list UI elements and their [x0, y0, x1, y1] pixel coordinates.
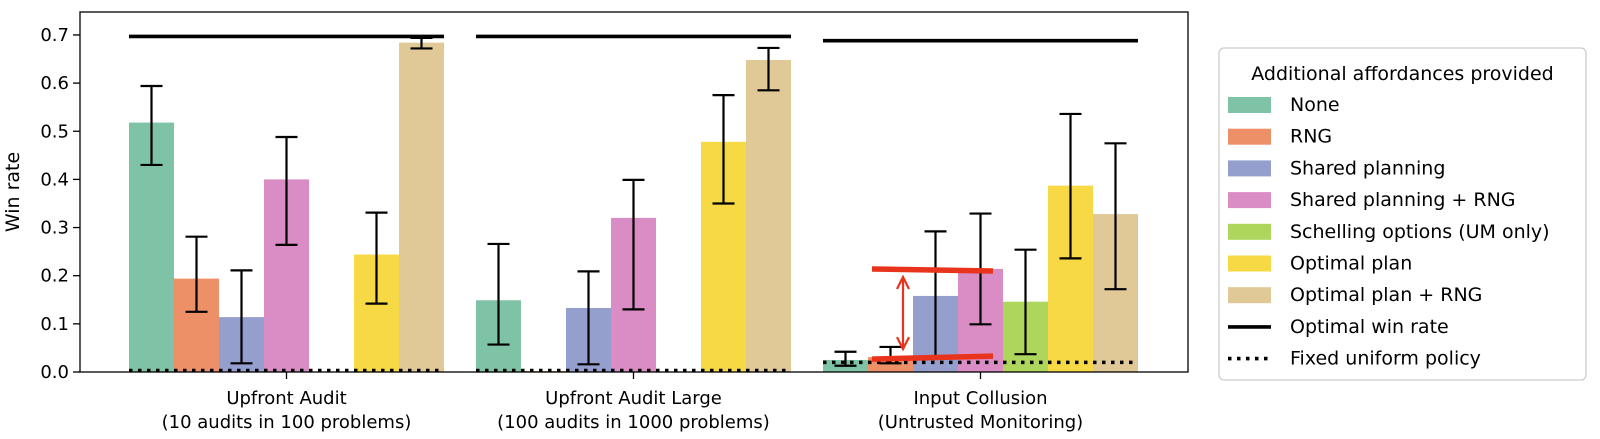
legend-swatch [1228, 128, 1271, 145]
legend-label: Fixed uniform policy [1290, 348, 1481, 370]
legend-swatch [1228, 223, 1271, 240]
legend-swatch [1228, 287, 1271, 304]
x-tick-label: (Untrusted Monitoring) [878, 412, 1083, 433]
legend-label: Optimal win rate [1290, 316, 1449, 338]
bar [399, 42, 444, 373]
x-tick-label: Upfront Audit [226, 388, 346, 409]
legend-swatch [1228, 192, 1271, 209]
annotation-arrow-head-down [896, 336, 910, 352]
legend-swatch [1228, 97, 1271, 113]
x-axis: Upfront Audit (10 audits in 100 problems)… [162, 372, 1083, 433]
y-axis: 0.0 0.1 0.2 0.3 0.4 0.5 0.6 0.7 [40, 25, 80, 383]
legend-label: Optimal plan + RNG [1290, 284, 1482, 306]
bar [746, 59, 791, 372]
legend-label: Shared planning [1290, 157, 1445, 179]
y-tick-label: 0.2 [40, 266, 69, 287]
y-tick-label: 0.4 [40, 169, 69, 190]
error-bars [140, 36, 1127, 367]
y-tick-label: 0.7 [40, 25, 69, 46]
legend-label: Optimal plan [1290, 253, 1412, 275]
x-tick-label: Upfront Audit Large [545, 388, 722, 409]
red-annotation [871, 266, 994, 362]
legend-label: Shared planning + RNG [1290, 189, 1516, 211]
y-tick-label: 0.6 [40, 73, 69, 94]
y-tick-label: 0.3 [40, 218, 69, 239]
x-tick-label: (10 audits in 100 problems) [162, 412, 412, 433]
y-tick-label: 0.5 [40, 121, 69, 142]
legend-box [1218, 47, 1587, 381]
reference-lines [129, 34, 1138, 373]
legend-title: Additional affordances provided [1251, 63, 1554, 85]
y-axis-label: Win rate [2, 152, 24, 232]
legend-label: Schelling options (UM only) [1290, 221, 1550, 243]
x-tick-label: Input Collusion [913, 388, 1047, 409]
annotation-arrow-head-up [896, 274, 910, 290]
legend-label: None [1290, 94, 1340, 116]
x-tick-label: (100 audits in 1000 problems) [497, 412, 770, 433]
legend-label: RNG [1290, 126, 1332, 148]
annotation-upper-line [871, 266, 994, 274]
y-tick-label: 0.1 [40, 314, 69, 335]
y-tick-label: 0.0 [40, 362, 69, 383]
legend-swatch [1228, 160, 1271, 177]
legend-swatch [1228, 255, 1271, 272]
annotation-lower-line [871, 353, 994, 362]
